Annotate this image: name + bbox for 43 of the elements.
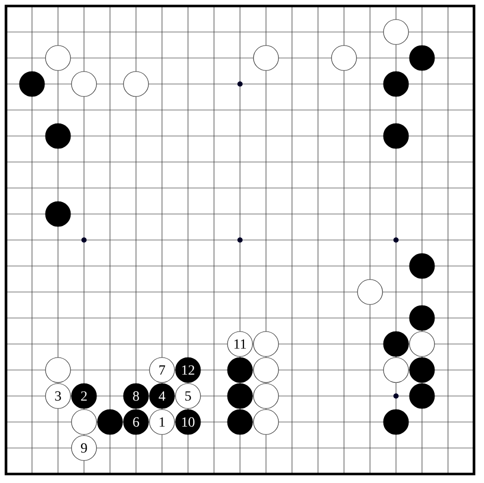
go-stone bbox=[409, 383, 435, 409]
go-stone bbox=[71, 409, 97, 435]
go-stone: 7 bbox=[149, 357, 175, 383]
go-stone bbox=[409, 305, 435, 331]
go-stone bbox=[357, 279, 383, 305]
go-stone bbox=[45, 45, 71, 71]
go-stone: 11 bbox=[227, 331, 253, 357]
go-stone bbox=[383, 71, 409, 97]
go-stone bbox=[71, 71, 97, 97]
go-stone: 8 bbox=[123, 383, 149, 409]
go-stone bbox=[383, 331, 409, 357]
go-stone bbox=[253, 357, 279, 383]
go-stone: 2 bbox=[71, 383, 97, 409]
go-stone: 10 bbox=[175, 409, 201, 435]
go-stone: 3 bbox=[45, 383, 71, 409]
go-stone: 9 bbox=[71, 435, 97, 461]
go-stone bbox=[45, 123, 71, 149]
go-stone: 4 bbox=[149, 383, 175, 409]
go-stone bbox=[409, 45, 435, 71]
go-stone bbox=[409, 357, 435, 383]
go-stone bbox=[253, 331, 279, 357]
go-stone: 12 bbox=[175, 357, 201, 383]
go-stone bbox=[331, 45, 357, 71]
go-stone bbox=[123, 71, 149, 97]
go-stone bbox=[45, 357, 71, 383]
go-stone bbox=[253, 409, 279, 435]
go-stone bbox=[409, 331, 435, 357]
go-stone: 1 bbox=[149, 409, 175, 435]
go-stone bbox=[227, 383, 253, 409]
go-stone bbox=[409, 253, 435, 279]
go-stone bbox=[383, 123, 409, 149]
go-stone: 5 bbox=[175, 383, 201, 409]
go-stone: 6 bbox=[123, 409, 149, 435]
go-stone bbox=[383, 357, 409, 383]
go-stone bbox=[253, 45, 279, 71]
go-stone bbox=[227, 357, 253, 383]
go-stone bbox=[383, 19, 409, 45]
go-stone bbox=[253, 383, 279, 409]
go-stone bbox=[97, 409, 123, 435]
go-stone bbox=[227, 409, 253, 435]
go-stone bbox=[383, 409, 409, 435]
go-stone bbox=[19, 71, 45, 97]
go-stone bbox=[45, 201, 71, 227]
